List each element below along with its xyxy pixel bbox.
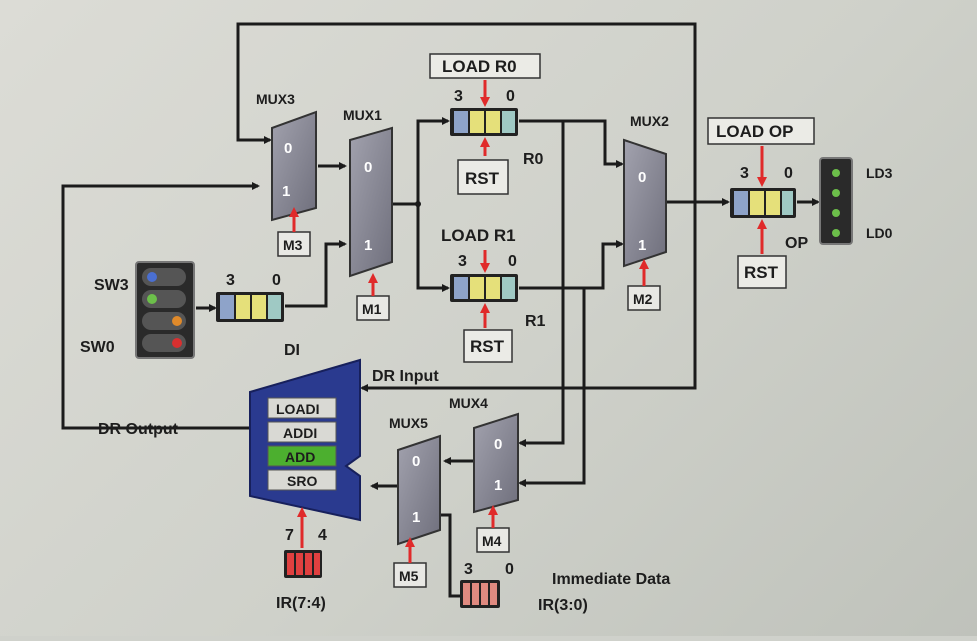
diagram-text: 7 [285,527,294,544]
diagram-text: 0 [506,88,515,105]
decoder-instr-3: SRO [287,473,317,489]
ir-low: 3 0 Immediate Data IR(3:0) [460,561,670,614]
mux5: MUX5 0 1 [389,415,441,546]
register-r1: LOAD R1 3 0 RST R1 [441,226,546,363]
wire-dr-output [61,182,260,430]
wire-r1-mux4 [518,288,586,487]
r1-rst: RST [470,337,505,356]
diagram-text: 1 [494,477,502,494]
r0-load-label: LOAD R0 [442,57,517,76]
decoder-instr-1: ADDI [283,425,317,441]
diagram-text: 0 [508,253,517,270]
ir-low-label: IR(3:0) [538,597,588,614]
mux2: MUX2 0 1 [623,113,669,268]
diagram-text: 3 [458,253,467,270]
wire-di-mux1 [285,240,347,308]
diagram-text: 4 [318,527,327,544]
register-di: 3 0 DI [216,272,300,359]
wire-to-r0 [416,117,450,204]
dr-output-label: DR Output [98,421,179,438]
wire-to-r1 [416,204,450,292]
mux3-label: MUX3 [256,91,295,107]
mux1: MUX1 0 1 [343,107,393,278]
di-name: DI [284,342,300,359]
register-op: LOAD OP 3 0 RST OP [707,117,815,289]
wire-r1-mux2 [519,240,624,290]
led-top-label: LD3 [866,165,893,181]
r1-name: R1 [525,313,546,330]
led-bank: LD3 LD0 [819,157,893,245]
diagram-text: 1 [282,183,290,200]
diagram-text: 3 [226,272,235,289]
decoder-instr-2: ADD [285,449,315,465]
led-bottom-label: LD0 [866,225,893,241]
immediate-data-caption: Immediate Data [552,571,670,588]
diagram-text: 3 [740,165,749,182]
mux5-label: MUX5 [389,415,428,431]
wire-dr-input [360,202,697,392]
ir-high-label: IR(7:4) [276,595,326,612]
op-rst: RST [744,263,779,282]
diagram-text: 0 [494,436,502,453]
mux1-select: M1 [362,301,382,317]
diagram-text: 1 [364,237,372,254]
diagram-text: 3 [454,88,463,105]
wire-r0-mux4 [518,121,565,447]
wire-imm-mux5 [440,513,460,598]
mux2-label: MUX2 [630,113,669,129]
mux2-select: M2 [633,291,653,307]
mux4-select: M4 [482,533,502,549]
mux3-select: M3 [283,237,303,253]
switch-top-label: SW3 [94,277,129,294]
register-r0: LOAD R0 3 0 RST R0 [429,53,544,195]
diagram-text: 0 [638,169,646,186]
wires [61,22,820,598]
switch-bottom-label: SW0 [80,339,115,356]
decoder-instr-0: LOADI [276,401,320,417]
ir-high: 7 4 IR(7:4) [276,507,327,612]
instruction-decoder: LOADI ADDI ADD SRO DR Input DR Output [98,358,439,522]
diagram-text: 0 [284,140,292,157]
diagram-text: 0 [272,272,281,289]
mux4: MUX4 0 1 [449,395,519,514]
mux4-label: MUX4 [449,395,488,411]
mux5-select: M5 [399,568,419,584]
op-load-label: LOAD OP [716,122,793,141]
r0-rst: RST [465,169,500,188]
op-name: OP [785,235,808,252]
diagram-text: 3 [464,561,473,578]
mux1-label: MUX1 [343,107,382,123]
r0-name: R0 [523,151,544,168]
diagram-text: 1 [412,509,420,526]
mux-selects: M3 M1 M2 M4 M5 [277,207,661,588]
diagram-text: 0 [505,561,514,578]
switch-bank: SW3 SW0 [80,261,195,359]
diagram-text: 0 [784,165,793,182]
mux3: MUX3 0 1 [256,91,317,222]
dr-input-label: DR Input [372,368,439,385]
diagram-text: 0 [364,159,372,176]
wire-feedback-top [236,22,697,202]
r1-load-label: LOAD R1 [441,226,516,245]
diagram-text: 1 [638,237,646,254]
diagram-text: 0 [412,453,420,470]
